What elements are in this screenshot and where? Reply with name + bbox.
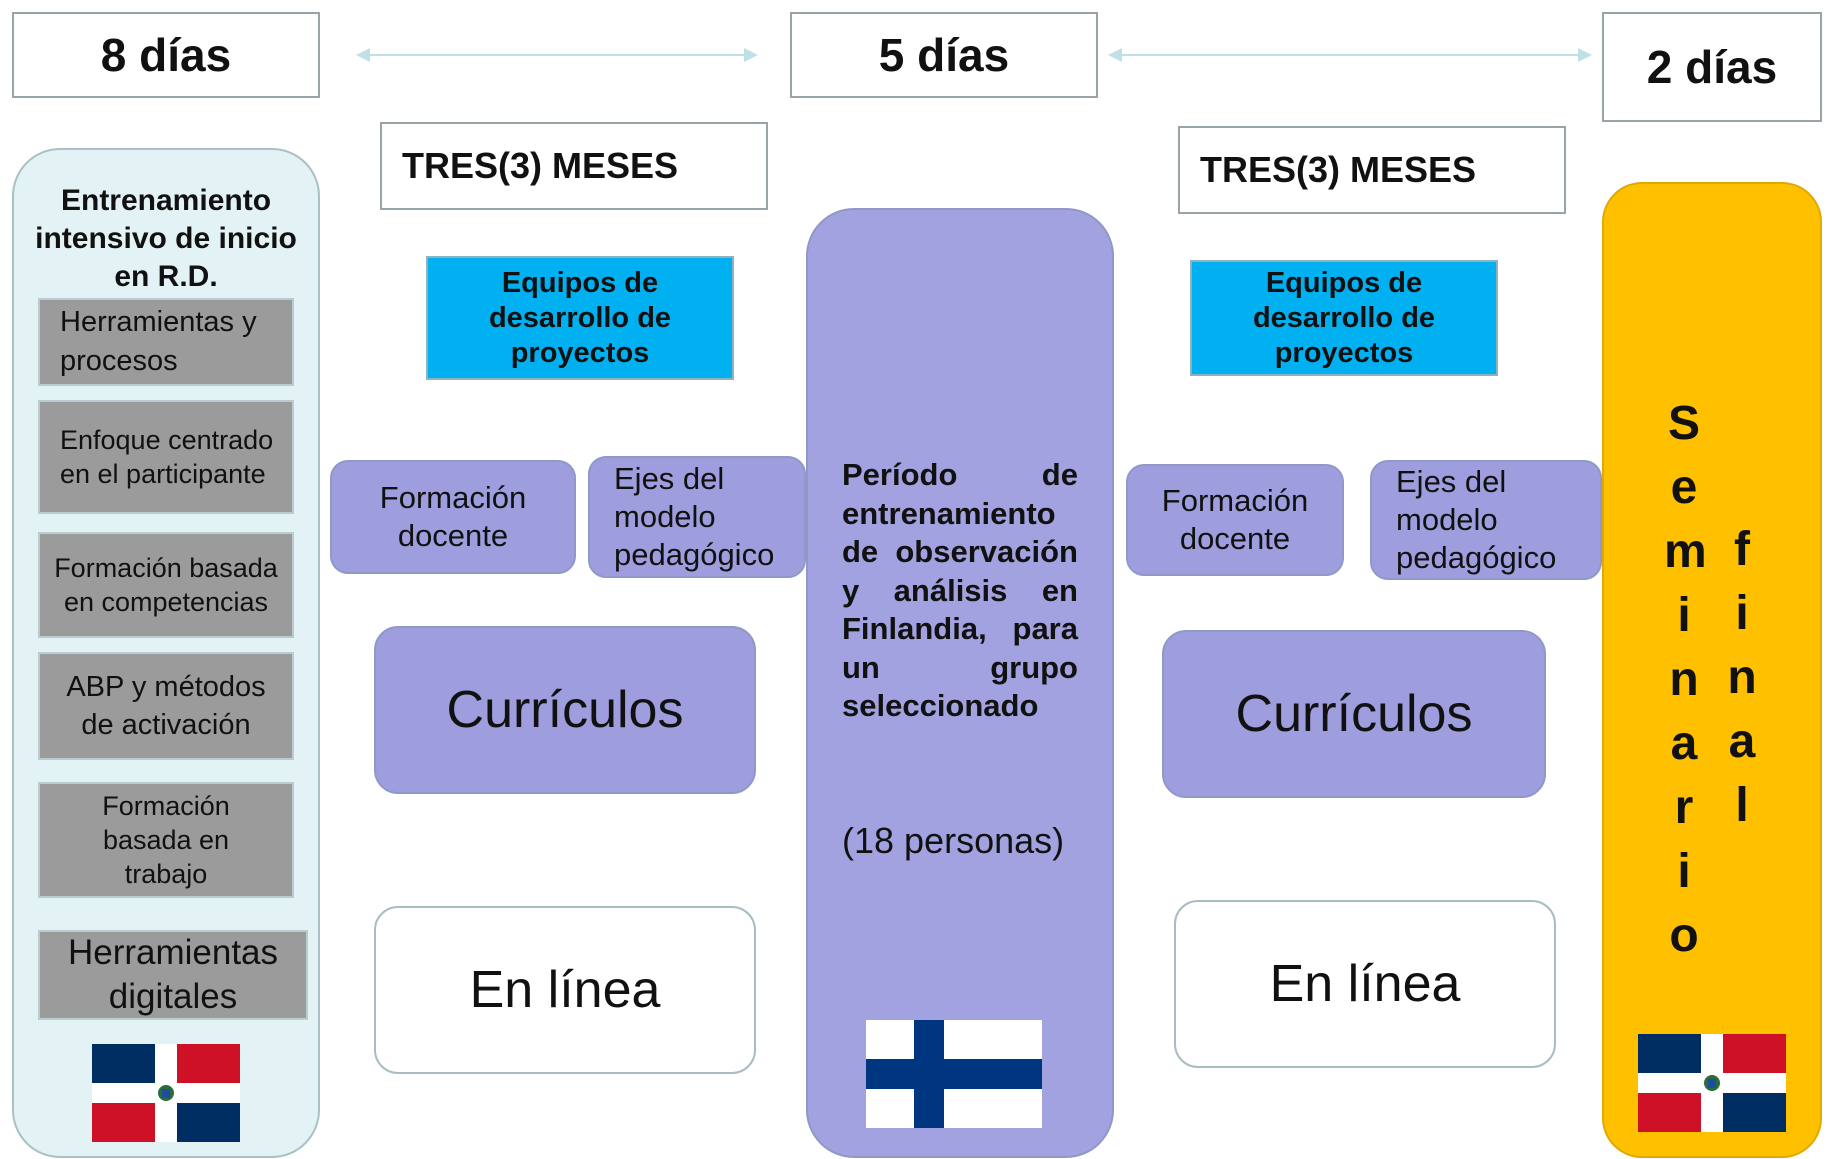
seminar-letter: l xyxy=(1735,779,1749,832)
left-item-label: Herramientas digitales xyxy=(67,933,279,1016)
online-right-label: En línea xyxy=(1269,955,1461,1013)
day-box-center: 5 días xyxy=(790,12,1098,98)
seminar-panel xyxy=(1602,182,1822,1158)
left-item-digital: Herramientas digitales xyxy=(38,930,308,1020)
months-box-left: TRES(3) MESES xyxy=(380,122,768,210)
left-item-tools: Herramientas y procesos xyxy=(38,298,294,386)
day-box-left: 8 días xyxy=(12,12,320,98)
seminar-word-2: f i n a l xyxy=(1722,518,1762,838)
months-left-label: TRES(3) MESES xyxy=(402,145,679,186)
left-item-label: Enfoque centrado en el participante xyxy=(60,425,274,489)
ejes-right-label: Ejes del modelo pedagógico xyxy=(1396,464,1557,575)
left-item-work-based: Formación basada en trabajo xyxy=(38,782,294,898)
seminar-letter: r xyxy=(1674,781,1694,834)
seminar-letter: n xyxy=(1669,653,1699,706)
left-item-label: Herramientas y procesos xyxy=(60,306,257,377)
seminar-letter: o xyxy=(1669,909,1699,962)
seminar-letter: a xyxy=(1728,715,1756,768)
left-item-label: Formación basada en trabajo xyxy=(102,791,230,889)
online-box-right: En línea xyxy=(1174,900,1556,1068)
day-right-label: 2 días xyxy=(1646,41,1778,93)
center-description: Período de entrenamiento de observación … xyxy=(842,457,1078,723)
online-box-left: En línea xyxy=(374,906,756,1074)
left-item-competencies: Formación basada en competencias xyxy=(38,532,294,638)
teams-box-right: Equipos de desarrollo de proyectos xyxy=(1190,260,1498,376)
seminar-letter: e xyxy=(1670,461,1698,514)
left-item-label: ABP y métodos de activación xyxy=(66,671,266,741)
seminar-letter: a xyxy=(1670,717,1698,770)
seminar-letter: n xyxy=(1727,651,1757,704)
dominican-flag-icon xyxy=(92,1044,240,1142)
formacion-box-right: Formación docente xyxy=(1126,464,1344,576)
day-box-right: 2 días xyxy=(1602,12,1822,122)
curriculos-left-label: Currículos xyxy=(446,681,684,739)
left-item-abp: ABP y métodos de activación xyxy=(38,652,294,760)
seminar-word-1: S e m i n a r i o xyxy=(1664,392,1707,968)
seminar-letter: f xyxy=(1734,523,1750,576)
ejes-left-label: Ejes del modelo pedagógico xyxy=(614,461,775,572)
seminar-letter: S xyxy=(1667,397,1700,450)
seminar-letter: i xyxy=(1677,845,1691,898)
teams-right-label: Equipos de desarrollo de proyectos xyxy=(1252,266,1436,369)
seminar-letter: m xyxy=(1664,525,1707,578)
double-arrow-right xyxy=(1108,48,1592,62)
curriculos-box-left: Currículos xyxy=(374,626,756,794)
left-column-title: Entrenamiento intensivo de inicio en R.D… xyxy=(35,184,297,293)
teams-box-left: Equipos de desarrollo de proyectos xyxy=(426,256,734,380)
ejes-box-left: Ejes del modelo pedagógico xyxy=(588,456,806,578)
formacion-right-label: Formación docente xyxy=(1161,483,1309,556)
left-item-participant: Enfoque centrado en el participante xyxy=(38,400,294,514)
finland-flag-icon xyxy=(866,1020,1042,1128)
day-center-label: 5 días xyxy=(878,29,1010,81)
teams-left-label: Equipos de desarrollo de proyectos xyxy=(488,266,672,369)
months-box-right: TRES(3) MESES xyxy=(1178,126,1566,214)
dominican-flag-icon xyxy=(1638,1034,1786,1132)
formacion-left-label: Formación docente xyxy=(379,480,527,553)
double-arrow-left xyxy=(356,48,758,62)
formacion-box-left: Formación docente xyxy=(330,460,576,574)
months-right-label: TRES(3) MESES xyxy=(1200,149,1477,190)
center-column-panel xyxy=(806,208,1114,1158)
left-item-label: Formación basada en competencias xyxy=(54,553,278,617)
seminar-letter: i xyxy=(1677,589,1691,642)
seminar-letter: i xyxy=(1735,587,1749,640)
ejes-box-right: Ejes del modelo pedagógico xyxy=(1370,460,1602,580)
online-left-label: En línea xyxy=(469,961,661,1019)
day-left-label: 8 días xyxy=(100,29,232,81)
curriculos-box-right: Currículos xyxy=(1162,630,1546,798)
center-people-count: (18 personas) xyxy=(842,820,1065,861)
curriculos-right-label: Currículos xyxy=(1235,685,1473,743)
